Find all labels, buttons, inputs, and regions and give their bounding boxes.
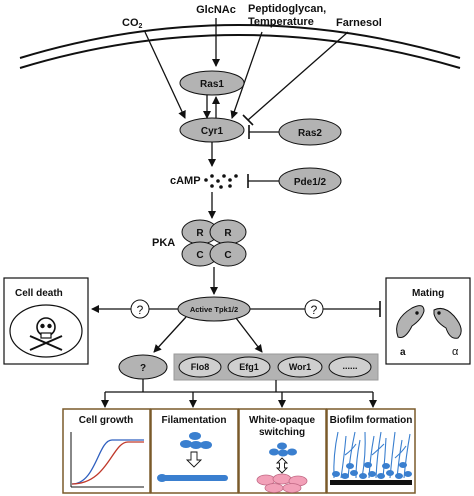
farnesol-label: Farnesol [336,17,382,29]
target-wor1: Wor1 [289,362,311,372]
unknown-effector-node: ? [118,354,168,380]
cell-growth-panel: Cell growth [62,408,151,494]
mating-question-badge: ? [304,299,324,319]
target-others: ...... [342,361,357,371]
growth-curve-plot [70,432,144,488]
cell-death-panel: Cell death [3,277,89,365]
cell-membrane [19,24,461,69]
white-opaque-title-line1: White-opaque [249,415,316,426]
mating-cell-a-icon [396,305,425,338]
ras2-node: Ras2 [278,118,342,146]
pka-r2-label: R [224,228,232,239]
tpk-targets-arrow [235,317,263,353]
mating-alpha-label: α [452,346,459,358]
filamentation-title: Filamentation [161,415,226,426]
ras1-label: Ras1 [200,79,224,90]
mating-question-mark: ? [311,303,318,317]
cyr1-label: Cyr1 [201,126,224,137]
mating-panel: Mating a α [385,277,471,365]
double-arrow-icon [275,457,289,474]
mating-a-label: a [400,347,406,358]
down-arrow-icon [185,451,203,468]
unknown-effector-label: ? [140,363,146,374]
filamentation-panel: Filamentation [150,408,239,494]
pka-c2-label: C [224,250,231,261]
active-tpk-label: Active Tpk1/2 [190,305,238,314]
pka-r1-label: R [196,228,204,239]
co2-label: CO2 [122,17,143,30]
target-flo8: Flo8 [191,362,210,372]
pka-complex: R R C C [181,219,247,267]
tpk-unknown-arrow [153,316,187,353]
white-opaque-panel: White-opaque switching [238,408,327,494]
mating-cell-alpha-icon [433,308,462,339]
ras1-node: Ras1 [179,70,245,96]
cell-death-question-badge: ? [130,299,150,319]
cell-death-question-mark: ? [137,303,144,317]
temperature-label: Temperature [248,16,314,28]
camp-label: cAMP [170,175,201,187]
peptidoglycan-label: Peptidoglycan, [248,3,326,15]
pka-label: PKA [152,237,175,249]
camp-molecules [204,174,238,189]
farnesol-inhibition-bar [242,114,254,126]
cell-growth-title: Cell growth [79,415,133,426]
pka-c1-label: C [196,250,203,261]
cyr1-node: Cyr1 [179,117,245,143]
mating-title: Mating [412,288,444,299]
glcnac-label: GlcNAc [196,4,236,16]
pde-label: Pde1/2 [294,177,327,188]
ras2-label: Ras2 [298,128,322,139]
target-efg1: Efg1 [239,362,259,372]
biofilm-title: Biofilm formation [330,415,413,426]
peptidoglycan-arrow [230,31,263,119]
downstream-targets: Flo8 Efg1 Wor1 ...... [173,353,379,381]
hyphae-icon [157,474,228,482]
biofilm-cells-icon [332,462,412,479]
opaque-cells-icon [256,473,308,493]
white-opaque-title-line2: switching [259,427,305,438]
biofilm-panel: Biofilm formation [326,408,416,494]
farnesol-inhibition [247,31,349,121]
white-cells-icon [269,442,297,457]
pde-node: Pde1/2 [278,167,342,195]
skull-icon [29,317,63,351]
active-tpk-node: Active Tpk1/2 [177,296,251,322]
yeast-cells-icon [180,432,212,449]
co2-arrow [144,31,186,119]
outcome-arrows [101,379,377,408]
cell-death-title: Cell death [15,288,63,299]
biofilm-substrate [330,480,412,485]
